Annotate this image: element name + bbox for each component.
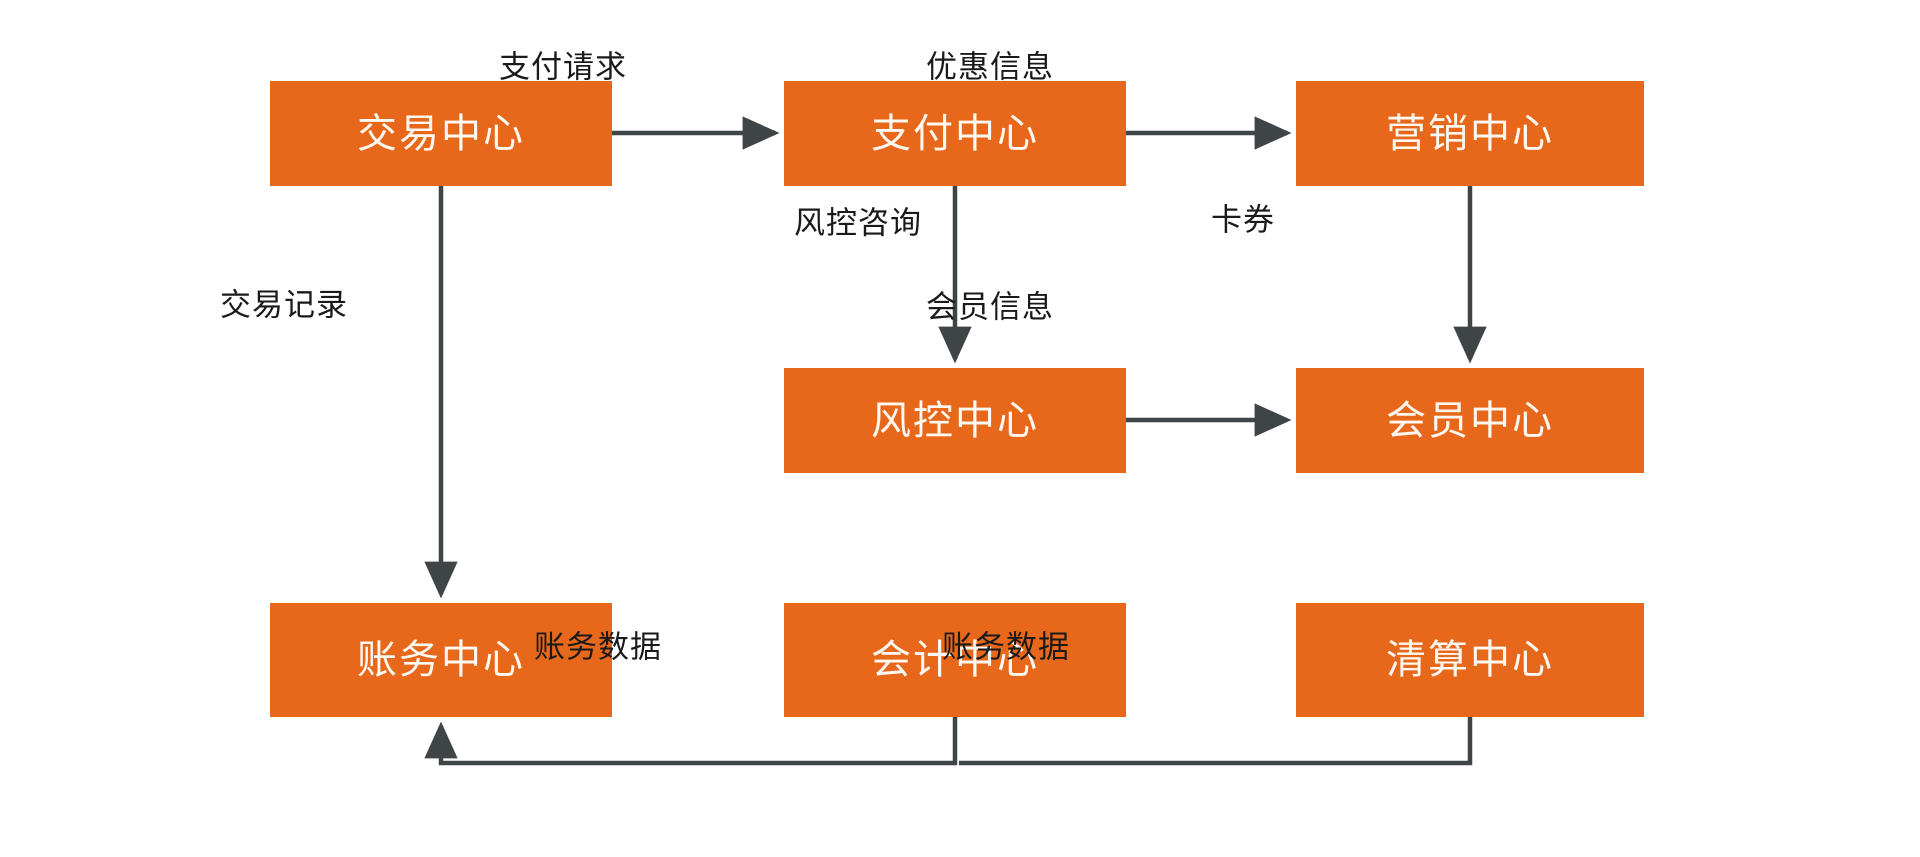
edge-label-account-data-left: 账务数据 [534,629,662,665]
node-accounting-center[interactable]: 账务中心 [270,603,612,717]
node-settlement-center[interactable]: 清算中心 [1296,603,1644,717]
node-label: 会员中心 [1386,398,1554,443]
node-label: 清算中心 [1386,638,1554,682]
edge-label-risk-consult: 风控咨询 [794,205,922,241]
node-marketing-center[interactable]: 营销中心 [1296,81,1644,186]
node-bookkeeping-center[interactable]: 会计中心 [784,603,1126,717]
node-label: 交易中心 [357,111,525,156]
node-risk-control-center[interactable]: 风控中心 [784,368,1126,473]
edge-label-account-data-right: 账务数据 [942,629,1070,665]
edge-label-member-info: 会员信息 [926,289,1054,325]
edge-bookkeeping-to-accounting [424,717,958,766]
edge-label-payment-request: 支付请求 [499,49,627,85]
node-payment-center[interactable]: 支付中心 [784,81,1126,186]
edge-label-coupon: 卡券 [1211,202,1275,238]
node-label: 支付中心 [871,111,1039,156]
node-label: 风控中心 [871,398,1039,443]
node-label: 会计中心 [871,638,1039,682]
node-member-center[interactable]: 会员中心 [1296,368,1644,473]
edge-settlement-to-accounting [959,717,1473,766]
edge-label-transaction-record: 交易记录 [220,287,348,323]
edge-label-promotion-info: 优惠信息 [926,49,1054,85]
node-label: 营销中心 [1386,111,1554,156]
node-trade-center[interactable]: 交易中心 [270,81,612,186]
node-label: 账务中心 [357,638,525,682]
